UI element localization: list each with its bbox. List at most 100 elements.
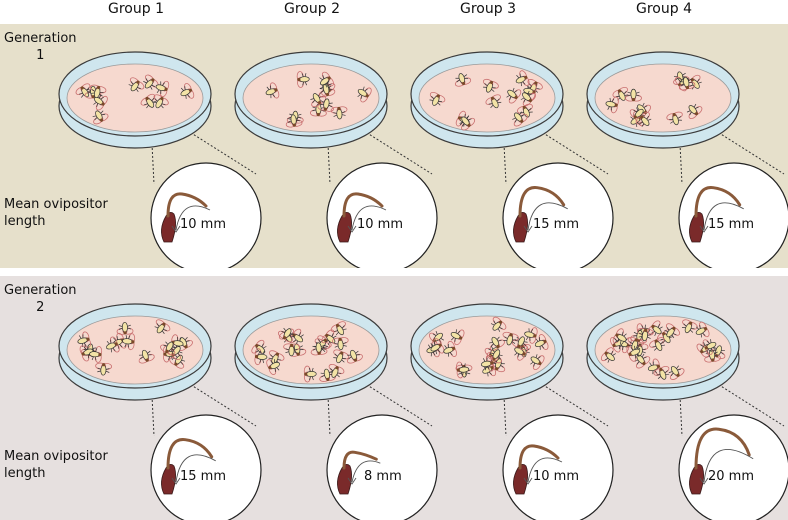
abdomen-tip	[337, 464, 352, 495]
group-3-header: Group 3	[460, 1, 516, 17]
generation-2-label: Generation 2	[4, 282, 77, 316]
abdomen-tip	[689, 464, 704, 495]
magnifier-circle	[502, 414, 614, 520]
fruit-fly	[278, 327, 294, 343]
fruit-fly	[319, 71, 334, 88]
fruit-fly	[266, 359, 280, 375]
connector-line	[352, 375, 433, 427]
measure-arrow	[703, 449, 754, 483]
fruit-fly	[625, 88, 642, 102]
fruit-fly	[666, 111, 683, 126]
fruit-fly	[333, 349, 350, 364]
fruit-fly	[459, 115, 476, 131]
ovipositor	[694, 186, 742, 218]
dish-group-2	[234, 51, 438, 268]
fruit-fly	[530, 354, 545, 370]
fruit-fly	[524, 327, 538, 344]
generation-2-illustration	[58, 303, 788, 520]
fruit-fly	[429, 91, 446, 106]
arrow-head	[171, 225, 181, 233]
fruit-fly	[268, 350, 285, 365]
fruit-fly	[516, 103, 533, 118]
fruit-fly	[634, 353, 651, 369]
fruit-fly	[95, 362, 113, 376]
g2-group3-length: 10 mm	[533, 469, 580, 484]
fruit-fly	[534, 334, 549, 350]
fruit-fly	[485, 94, 502, 109]
fruit-fly	[310, 342, 328, 356]
fruit-fly	[481, 354, 495, 372]
fruit-fly	[283, 343, 301, 357]
fruit-fly	[296, 71, 310, 88]
fruit-fly	[285, 114, 303, 128]
ovipositor	[694, 427, 751, 470]
generation-1-ovipositor-label-line1: Mean ovipositor	[4, 197, 108, 212]
ovipositor	[342, 450, 378, 470]
fruit-fly	[454, 73, 472, 87]
fruit-fly	[289, 343, 307, 357]
generation-2-ovipositor-label: Mean ovipositor length	[4, 448, 108, 482]
arrow-head	[347, 225, 357, 233]
fruit-fly	[309, 103, 327, 117]
fruit-fly	[482, 78, 499, 93]
fruit-fly	[600, 347, 616, 363]
fruit-fly	[702, 339, 717, 356]
fruit-fly	[612, 86, 629, 101]
ovipositor	[518, 444, 560, 470]
fruit-fly	[653, 366, 670, 380]
fruit-fly	[122, 333, 136, 351]
fruit-fly	[319, 368, 336, 382]
petri-dish-agar	[594, 63, 732, 133]
fruit-fly	[180, 83, 195, 99]
fruit-fly	[668, 365, 685, 380]
connector-line	[176, 375, 257, 427]
fruit-fly	[649, 337, 666, 351]
fruit-fly	[512, 111, 528, 127]
measure-arrow	[527, 457, 563, 483]
ovipositor	[166, 438, 214, 470]
fruit-fly	[177, 337, 193, 351]
g2-group2-length: 8 mm	[364, 469, 402, 484]
measure-arrow	[351, 460, 381, 483]
fruit-fly	[443, 340, 457, 357]
g1-group3-length: 15 mm	[533, 217, 580, 232]
arrow-head	[699, 477, 709, 485]
generation-1-ovipositor-label: Mean ovipositor length	[4, 196, 108, 230]
abdomen-tip	[161, 464, 176, 495]
arrow-head	[523, 477, 533, 485]
fruit-fly	[155, 80, 170, 98]
fruit-fly	[89, 346, 103, 363]
fruit-fly	[92, 110, 109, 125]
fruit-fly	[489, 336, 505, 351]
measure-arrow	[351, 205, 387, 231]
fruit-fly	[637, 328, 654, 342]
arrow-head	[347, 477, 357, 485]
fruit-fly	[265, 82, 280, 99]
generation-1-ovipositor-label-line2: length	[4, 214, 46, 229]
generation-2-label-line1: Generation	[4, 283, 77, 298]
generation-1-label: Generation 1	[4, 30, 77, 64]
fruit-fly	[331, 337, 349, 351]
magnifier-circle	[326, 414, 438, 520]
fruit-fly	[626, 345, 641, 362]
fruit-fly	[664, 323, 681, 339]
fruit-fly	[321, 329, 337, 346]
fruit-fly	[154, 319, 171, 334]
fruit-fly	[138, 349, 155, 364]
fruit-fly	[450, 329, 465, 346]
measure-arrow	[527, 202, 568, 231]
fruit-fly	[77, 331, 91, 348]
fruit-fly	[515, 70, 530, 87]
g2-group1-length: 15 mm	[180, 469, 227, 484]
fruit-fly	[254, 348, 268, 366]
petri-dish-agar	[242, 63, 380, 133]
fruit-fly	[93, 94, 108, 111]
generation-1-label-line1: Generation	[4, 31, 77, 46]
fruit-fly	[346, 349, 363, 364]
abdomen-tip	[161, 212, 176, 243]
generation-1-illustration	[58, 51, 788, 268]
g1-group2-length: 10 mm	[357, 217, 404, 232]
dish-group-1	[58, 303, 262, 520]
dish-group-2	[234, 303, 438, 520]
dish-group-1	[58, 51, 262, 268]
